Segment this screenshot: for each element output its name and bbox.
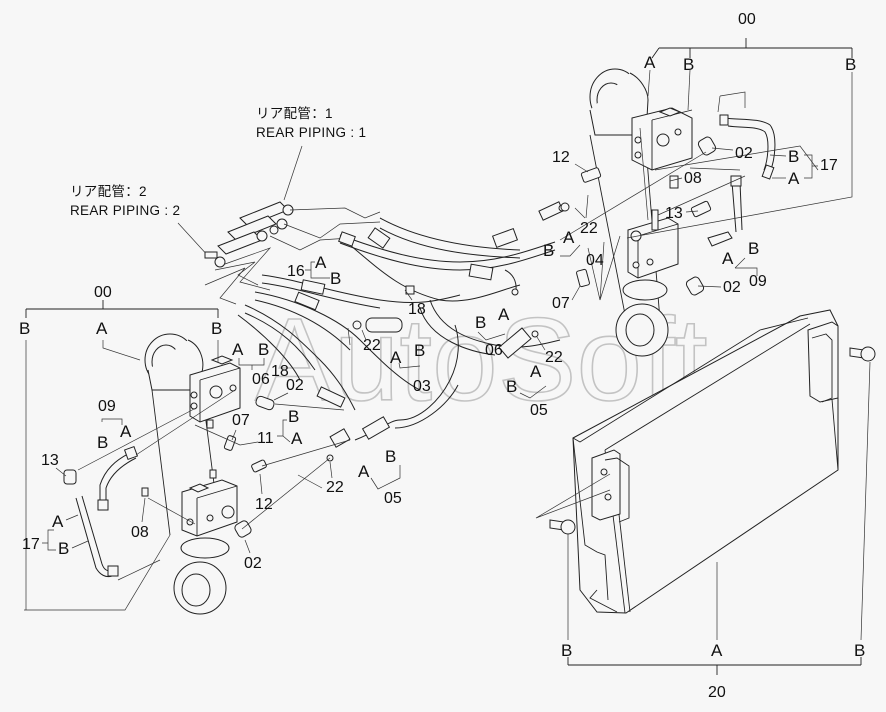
callout-22: 22 bbox=[580, 220, 598, 237]
leader-line bbox=[283, 145, 303, 201]
ab-label-b: B bbox=[561, 641, 572, 660]
callout-05: 05 bbox=[384, 490, 402, 507]
ab-label-a: A bbox=[52, 512, 64, 531]
callout-18: 18 bbox=[408, 301, 426, 318]
ab-label-b: B bbox=[845, 55, 856, 74]
callout-18: 18 bbox=[271, 363, 289, 380]
ab-label-a: A bbox=[232, 340, 244, 359]
ab-label-a: A bbox=[530, 362, 542, 381]
assembly-bracket-00-top: 00 A B B bbox=[626, 11, 856, 239]
callout-22: 22 bbox=[363, 337, 381, 354]
ab-label-b: B bbox=[543, 241, 554, 260]
callout-06: 06 bbox=[252, 371, 270, 388]
ab-label-b: B bbox=[748, 239, 759, 258]
ab-label-b: B bbox=[788, 147, 799, 166]
ab-label-b: B bbox=[211, 319, 222, 338]
callout-02: 02 bbox=[723, 279, 741, 296]
callout-09: 09 bbox=[98, 398, 116, 415]
cover-panel bbox=[535, 309, 876, 641]
ab-label-a: A bbox=[291, 429, 303, 448]
rear-piping-1-jp: リア配管：1 bbox=[256, 106, 333, 121]
assembly-bracket-20: 20 A B B bbox=[561, 641, 865, 701]
callout-07: 07 bbox=[232, 412, 250, 429]
assembly-bracket-00-left: 00 A B B bbox=[19, 284, 222, 610]
callouts-left: 02 02 11 B A 07 09 B A 13 08 12 22 17 A … bbox=[22, 377, 344, 572]
ab-label-a: A bbox=[96, 319, 108, 338]
rear-piping-2-en: REAR PIPING : 2 bbox=[70, 203, 180, 218]
ab-label-a: A bbox=[788, 169, 800, 188]
bolt-icon bbox=[849, 346, 876, 362]
assembly-ref-20: 20 bbox=[708, 684, 726, 701]
ab-label-a: A bbox=[315, 253, 327, 272]
cylinder-assembly-top-right bbox=[559, 68, 819, 357]
ab-label-a: A bbox=[120, 422, 132, 441]
callout-22: 22 bbox=[545, 349, 563, 366]
callout-03: 03 bbox=[413, 378, 431, 395]
callout-22: 22 bbox=[326, 479, 344, 496]
callout-08: 08 bbox=[131, 524, 149, 541]
ab-label-a: A bbox=[563, 228, 575, 247]
callout-02: 02 bbox=[735, 145, 753, 162]
callouts-middle: 16 A B 18 18 22 22 03 A B 06 A B 06 05 B… bbox=[232, 253, 563, 507]
callout-08: 08 bbox=[684, 170, 702, 187]
ab-label-b: B bbox=[19, 319, 30, 338]
rear-piping-1-note: リア配管：1 REAR PIPING : 1 bbox=[256, 106, 366, 201]
ab-label-b: B bbox=[288, 407, 299, 426]
ab-label-b: B bbox=[258, 340, 269, 359]
rear-piping-1-en: REAR PIPING : 1 bbox=[256, 125, 366, 140]
ab-label-b: B bbox=[475, 313, 486, 332]
hose-bundle bbox=[237, 201, 566, 462]
rear-piping-manifold bbox=[204, 201, 381, 305]
ab-label-a: A bbox=[722, 249, 734, 268]
callout-02: 02 bbox=[244, 555, 262, 572]
ab-label-b: B bbox=[414, 341, 425, 360]
ab-label-b: B bbox=[506, 377, 517, 396]
ab-label-b: B bbox=[58, 539, 69, 558]
callout-17: 17 bbox=[22, 536, 40, 553]
callout-12: 12 bbox=[552, 149, 570, 166]
callout-13: 13 bbox=[41, 452, 59, 469]
callout-16: 16 bbox=[287, 263, 305, 280]
callout-06: 06 bbox=[485, 342, 503, 359]
assembly-ref-00-top: 00 bbox=[738, 11, 756, 28]
bolt-icon bbox=[549, 519, 576, 535]
ab-label-b: B bbox=[97, 433, 108, 452]
callout-17: 17 bbox=[820, 157, 838, 174]
rear-piping-2-note: リア配管：2 REAR PIPING : 2 bbox=[70, 184, 211, 259]
callout-11: 11 bbox=[257, 430, 274, 447]
ab-label-a: A bbox=[358, 462, 370, 481]
callout-02: 02 bbox=[286, 377, 304, 394]
callout-04: 04 bbox=[586, 252, 604, 269]
callout-12: 12 bbox=[255, 496, 273, 513]
cylinder-assembly-left bbox=[24, 333, 351, 615]
rear-piping-2-jp: リア配管：2 bbox=[70, 184, 147, 199]
ab-label-a: A bbox=[390, 348, 402, 367]
callout-05: 05 bbox=[530, 402, 548, 419]
callout-09: 09 bbox=[749, 273, 767, 290]
callout-07: 07 bbox=[552, 295, 570, 312]
ab-label-a: A bbox=[498, 305, 510, 324]
callout-13: 13 bbox=[665, 205, 683, 222]
ab-label-a: A bbox=[711, 641, 723, 660]
ab-label-b: B bbox=[854, 641, 865, 660]
assembly-ref-00-left: 00 bbox=[94, 284, 112, 301]
ab-label-b: B bbox=[330, 269, 341, 288]
ab-label-a: A bbox=[644, 53, 656, 72]
ab-label-b: B bbox=[385, 447, 396, 466]
ab-label-b: B bbox=[683, 55, 694, 74]
callouts-top-right: 02 02 12 22 08 13 04 07 09 A B 17 B A A … bbox=[475, 145, 838, 332]
